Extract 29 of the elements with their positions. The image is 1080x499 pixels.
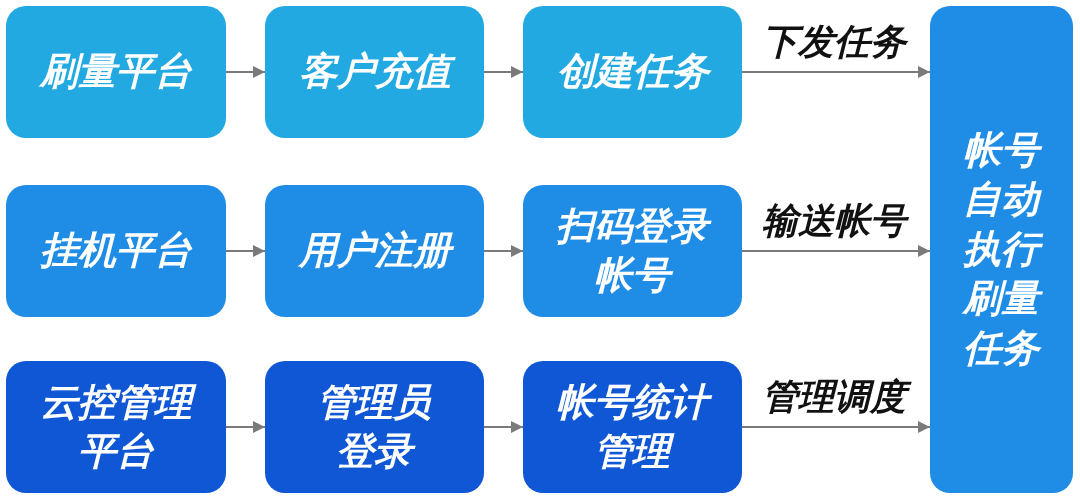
arrow — [483, 421, 524, 433]
process-box — [6, 361, 226, 493]
arrow — [741, 245, 931, 257]
step-label: 云控管理平台 — [26, 375, 206, 479]
arrow — [741, 421, 931, 433]
process-box — [265, 185, 484, 317]
arrow — [483, 66, 524, 78]
process-box — [6, 185, 226, 317]
arrow — [741, 66, 931, 78]
step-label: 用户注册 — [290, 224, 459, 278]
step-label: 挂机平台 — [39, 227, 194, 275]
arrow — [483, 245, 524, 257]
arrow — [225, 245, 266, 257]
process-box — [523, 361, 742, 493]
step-label: 扫码登录帐号 — [542, 199, 723, 303]
result-box — [930, 6, 1073, 493]
step-label: 管理员登录 — [316, 378, 433, 475]
step-label: 帐号自动执行刷量任务 — [949, 124, 1054, 375]
arrow — [225, 421, 266, 433]
step-label: 创建任务 — [548, 45, 717, 99]
process-box — [523, 185, 742, 317]
process-box — [265, 6, 484, 138]
arrow — [225, 66, 266, 78]
process-box — [523, 6, 742, 138]
step-label: 刷量平台 — [37, 48, 194, 96]
process-box — [6, 6, 226, 138]
step-label: 客户充值 — [290, 45, 459, 99]
step-label: 帐号统计管理 — [542, 375, 723, 479]
process-box — [265, 361, 484, 493]
